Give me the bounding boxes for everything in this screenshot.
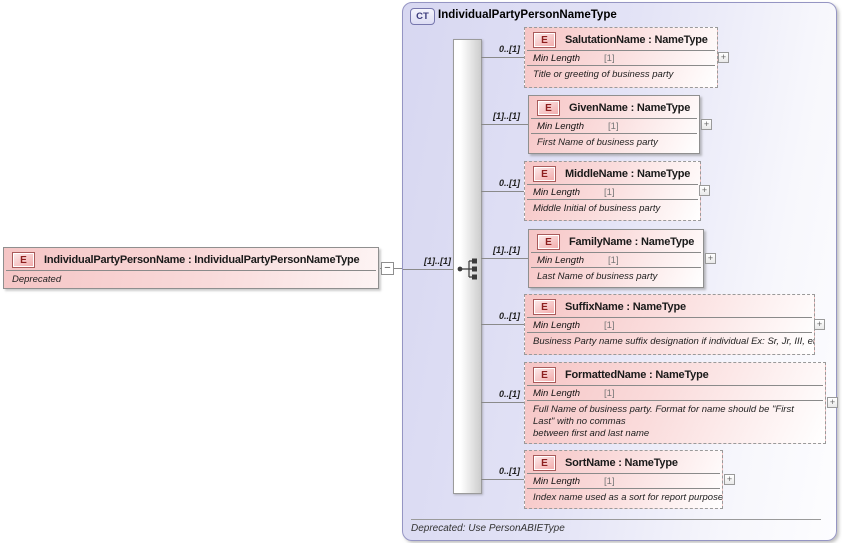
element-title: SalutationName : NameType <box>565 34 708 46</box>
root-element-annotation: Deprecated <box>12 274 62 285</box>
connector-line <box>481 57 525 58</box>
root-element-title: IndividualPartyPersonName : IndividualPa… <box>44 254 360 266</box>
root-element-header: E IndividualPartyPersonName : Individual… <box>4 248 378 270</box>
element-icon: E <box>537 100 560 116</box>
cardinality-label: 0..[1] <box>498 389 520 399</box>
facet-value: [1] <box>608 255 619 266</box>
divider <box>531 118 697 119</box>
divider <box>527 184 698 185</box>
divider <box>527 488 720 489</box>
facet-label: Min Length <box>537 255 585 266</box>
collapse-icon[interactable]: − <box>381 262 394 275</box>
expand-icon[interactable]: + <box>705 253 716 264</box>
complex-type-footer: Deprecated: Use PersonABIEType <box>411 523 565 534</box>
cardinality-label: 0..[1] <box>498 311 520 321</box>
facet-label: Min Length <box>533 320 581 331</box>
facet-label: Min Length <box>533 53 581 64</box>
element-box-salutationname[interactable]: E SalutationName : NameType Min Length [1]… <box>524 27 718 88</box>
expand-icon[interactable]: + <box>699 185 710 196</box>
divider <box>527 332 812 333</box>
facet-value: [1] <box>608 121 619 132</box>
element-box-givenname[interactable]: E GivenName : NameType Min Length [1] Firs… <box>528 95 700 154</box>
element-title: MiddleName : NameType <box>565 168 691 180</box>
element-title: GivenName : NameType <box>569 102 691 114</box>
element-title: SuffixName : NameType <box>565 301 686 313</box>
connector-line <box>481 402 525 403</box>
element-icon: E <box>533 367 556 383</box>
divider <box>531 252 701 253</box>
cardinality-label: 0..[1] <box>498 178 520 188</box>
expand-icon[interactable]: + <box>814 319 825 330</box>
element-description: Full Name of business party. Format for … <box>533 404 794 439</box>
cardinality-label: [1]..[1] <box>424 256 451 266</box>
element-icon: E <box>533 455 556 471</box>
element-icon: E <box>533 32 556 48</box>
element-icon: E <box>533 166 556 182</box>
element-icon: E <box>12 252 35 268</box>
element-icon: E <box>533 299 556 315</box>
complex-type-title: IndividualPartyPersonNameType <box>438 9 617 21</box>
element-title: FormattedName : NameType <box>565 369 709 381</box>
connector-line <box>481 191 525 192</box>
connector-line <box>481 258 529 259</box>
facet-label: Min Length <box>537 121 585 132</box>
cardinality-label: [1]..[1] <box>493 245 520 255</box>
element-title: SortName : NameType <box>565 457 678 469</box>
complex-type-icon: CT <box>410 8 435 25</box>
divider <box>6 270 376 271</box>
element-description: Middle Initial of business party <box>533 203 661 214</box>
divider <box>527 400 823 401</box>
complex-type-container[interactable]: CT IndividualPartyPersonNameType [1]..[1… <box>402 2 838 541</box>
root-element-box[interactable]: E IndividualPartyPersonName : Individual… <box>3 247 379 289</box>
expand-icon[interactable]: + <box>827 397 838 408</box>
connector-line <box>481 124 529 125</box>
element-title: FamilyName : NameType <box>569 236 695 248</box>
expand-icon[interactable]: + <box>718 52 729 63</box>
connector-line <box>403 269 454 270</box>
element-box-familyname[interactable]: E FamilyName : NameType Min Length [1] Las… <box>528 229 704 288</box>
element-description: First Name of business party <box>537 137 658 148</box>
element-description: Last Name of business party <box>537 271 658 282</box>
facet-label: Min Length <box>533 187 581 198</box>
divider <box>527 317 812 318</box>
divider <box>527 50 715 51</box>
expand-icon[interactable]: + <box>724 474 735 485</box>
divider <box>531 133 697 134</box>
facet-label: Min Length <box>533 388 581 399</box>
element-description: Index name used as a sort for report pur… <box>533 492 722 503</box>
divider <box>527 473 720 474</box>
facet-label: Min Length <box>533 476 581 487</box>
expand-icon[interactable]: + <box>701 119 712 130</box>
facet-value: [1] <box>604 388 615 399</box>
divider <box>527 65 715 66</box>
element-description: Business Party name suffix designation i… <box>533 336 814 347</box>
sequence-bar <box>453 39 482 494</box>
element-description: Title or greeting of business party <box>533 69 674 80</box>
facet-value: [1] <box>604 53 615 64</box>
footer-divider <box>411 519 821 520</box>
element-box-sortname[interactable]: E SortName : NameType Min Length [1] Index… <box>524 450 723 509</box>
element-box-suffixname[interactable]: E SuffixName : NameType Min Length [1] Bus… <box>524 294 815 355</box>
connector-line <box>481 324 525 325</box>
facet-value: [1] <box>604 476 615 487</box>
facet-value: [1] <box>604 187 615 198</box>
element-icon: E <box>537 234 560 250</box>
sequence-icon <box>457 258 477 280</box>
cardinality-label: 0..[1] <box>498 466 520 476</box>
element-box-middlename[interactable]: E MiddleName : NameType Min Length [1] Mid… <box>524 161 701 221</box>
cardinality-label: 0..[1] <box>498 44 520 54</box>
connector-line <box>481 479 525 480</box>
cardinality-label: [1]..[1] <box>493 111 520 121</box>
divider <box>527 199 698 200</box>
divider <box>531 267 701 268</box>
facet-value: [1] <box>604 320 615 331</box>
divider <box>527 385 823 386</box>
